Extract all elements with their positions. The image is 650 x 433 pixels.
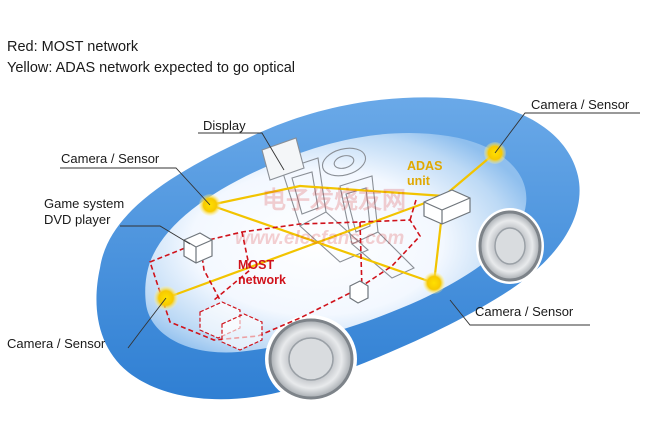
small-unit-box xyxy=(349,280,369,304)
sensor-dot-lower-right xyxy=(423,272,445,294)
watermark-cn: 电子发烧友网 xyxy=(262,187,406,214)
legend-red: Red: MOST network xyxy=(7,39,139,55)
legend-yellow: Yellow: ADAS network expected to go opti… xyxy=(7,60,296,76)
label-most-line1: MOST xyxy=(238,258,275,272)
label-camera-sensor-upper-left: Camera / Sensor xyxy=(61,151,160,166)
most-modules xyxy=(199,301,263,351)
wheel-rear xyxy=(265,315,357,403)
adas-unit-box xyxy=(423,189,471,225)
label-game-system: Game system xyxy=(44,196,125,211)
label-adas-line1: ADAS xyxy=(407,159,443,173)
label-adas-line2: unit xyxy=(407,174,430,188)
label-camera-sensor-bottom-left: Camera / Sensor xyxy=(7,336,106,351)
label-most-line2: network xyxy=(238,273,286,287)
label-camera-sensor-top-right: Camera / Sensor xyxy=(531,97,630,112)
car-cabin-glow xyxy=(145,133,527,353)
watermark-url: www.elecfans.com xyxy=(235,228,405,249)
leader-lines xyxy=(60,112,640,349)
label-display: Display xyxy=(203,118,246,133)
label-camera-sensor-bottom-right: Camera / Sensor xyxy=(475,304,574,319)
wheel-front xyxy=(476,208,544,284)
label-dvd-player: DVD player xyxy=(44,212,111,227)
dvd-player-box xyxy=(183,232,213,264)
